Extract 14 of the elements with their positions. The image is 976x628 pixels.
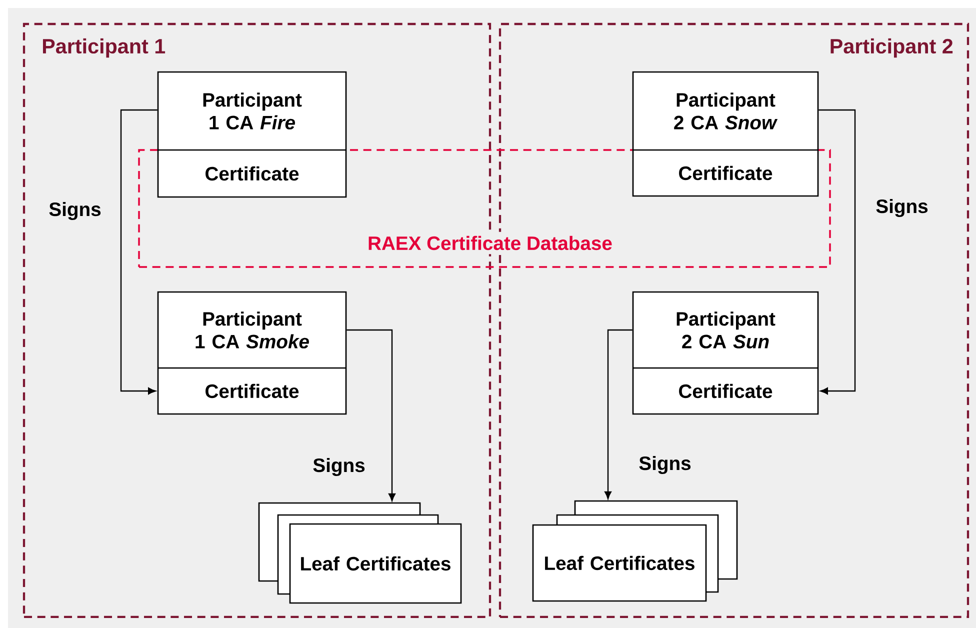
arrow <box>346 329 396 502</box>
arrow <box>604 329 632 500</box>
certificate-authority-box: Participant 2 CA Sun Certificate <box>632 291 819 415</box>
certificate-authority-box: Participant 1 CA Smoke Certificate <box>157 291 347 415</box>
arrow <box>818 109 856 394</box>
certificate-authority-box: Participant 1 CA Fire Certificate <box>157 71 347 198</box>
edge-label: Signs <box>47 200 103 222</box>
edge-label: Signs <box>311 456 367 478</box>
certificate-stack: Leaf Certificates <box>532 500 738 602</box>
edge-label: Signs <box>874 198 930 218</box>
arrow <box>120 109 158 394</box>
edge-label: Signs <box>637 454 693 476</box>
certificate-authority-box: Participant 2 CA Snow Certificate <box>632 71 819 197</box>
certificate-stack: Leaf Certificates <box>258 502 462 604</box>
